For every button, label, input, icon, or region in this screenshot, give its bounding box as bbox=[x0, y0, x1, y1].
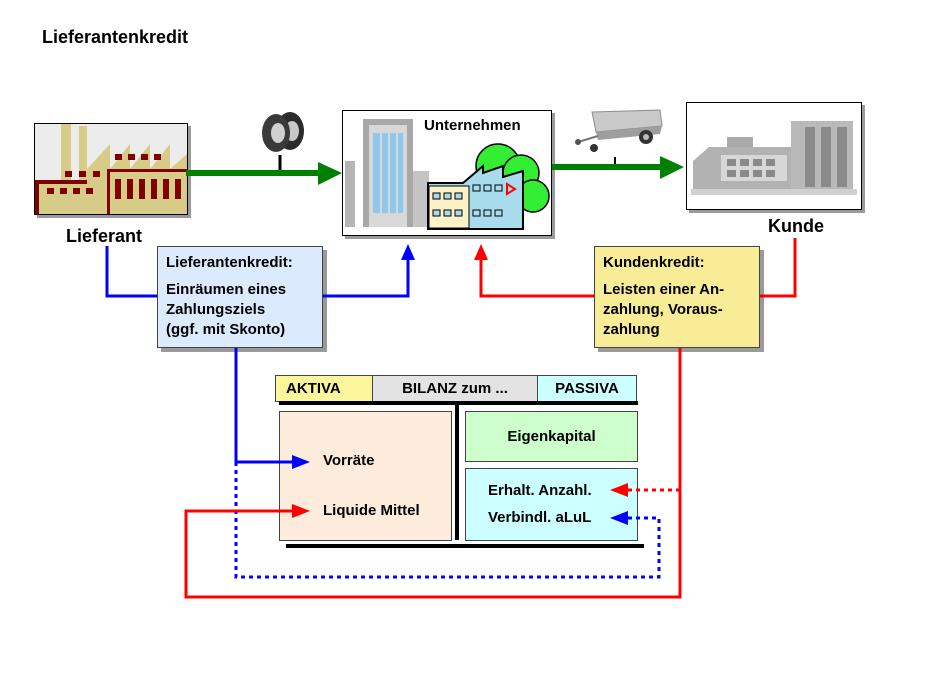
supplier-label: Lieferant bbox=[66, 226, 143, 246]
bottom-line bbox=[286, 544, 644, 548]
supplier-credit-flow bbox=[105, 246, 661, 579]
trailer-icon bbox=[575, 109, 663, 152]
customer-building-icon bbox=[691, 121, 857, 195]
asset-inventory: Vorräte bbox=[323, 452, 375, 469]
equity-label: Eigenkapital bbox=[507, 428, 596, 445]
supplier-credit-heading: Lieferantenkredit: bbox=[166, 254, 293, 271]
bilanz-label: BILANZ zum ... bbox=[402, 380, 508, 397]
equity-box: Eigenkapital bbox=[465, 411, 638, 462]
company-box bbox=[342, 110, 552, 236]
goods-flow-company-to-customer bbox=[552, 156, 684, 179]
advance-payments-arrowhead bbox=[610, 483, 628, 497]
customer-credit-arrowhead bbox=[474, 244, 488, 260]
liability-trade-payables: Verbindl. aLuL bbox=[488, 509, 592, 526]
customer-label: Kunde bbox=[768, 216, 824, 236]
customer-box bbox=[686, 102, 862, 210]
supplier-box bbox=[34, 123, 188, 215]
payables-arrowhead bbox=[610, 511, 628, 525]
asset-cash: Liquide Mittel bbox=[323, 502, 420, 519]
liability-advance-payments: Erhalt. Anzahl. bbox=[488, 482, 592, 499]
passiva-label: PASSIVA bbox=[555, 380, 619, 397]
aktiva-label: AKTIVA bbox=[286, 380, 341, 397]
liabilities-box bbox=[465, 468, 638, 541]
company-label: Unternehmen bbox=[424, 117, 521, 134]
page-title: Lieferantenkredit bbox=[42, 27, 189, 47]
supplier-credit-line: Zahlungsziels bbox=[166, 301, 266, 318]
inventory-arrowhead bbox=[292, 455, 310, 469]
customer-credit-heading: Kundenkredit: bbox=[603, 254, 705, 271]
header-underline bbox=[279, 401, 638, 405]
factory-icon bbox=[35, 124, 187, 214]
cash-arrowhead bbox=[292, 504, 310, 518]
customer-credit-line: zahlung, Voraus- bbox=[603, 301, 723, 318]
supplier-credit-arrowhead bbox=[401, 244, 415, 260]
customer-credit-flow bbox=[184, 238, 797, 599]
tires-icon bbox=[262, 112, 304, 152]
supplier-credit-line: (ggf. mit Skonto) bbox=[166, 321, 286, 338]
center-divider bbox=[455, 404, 459, 540]
aktiva-header: AKTIVA bbox=[275, 375, 373, 402]
company-building-icon bbox=[345, 119, 550, 230]
supplier-credit-note: Lieferantenkredit: Einräumen eines Zahlu… bbox=[157, 246, 323, 348]
goods-flow-supplier-to-company bbox=[186, 155, 342, 185]
customer-credit-line: zahlung bbox=[603, 321, 660, 338]
supplier-credit-line: Einräumen eines bbox=[166, 281, 287, 298]
customer-credit-note: Kundenkredit: Leisten einer An- zahlung,… bbox=[594, 246, 760, 348]
assets-box bbox=[279, 411, 452, 541]
customer-credit-line: Leisten einer An- bbox=[603, 281, 725, 298]
